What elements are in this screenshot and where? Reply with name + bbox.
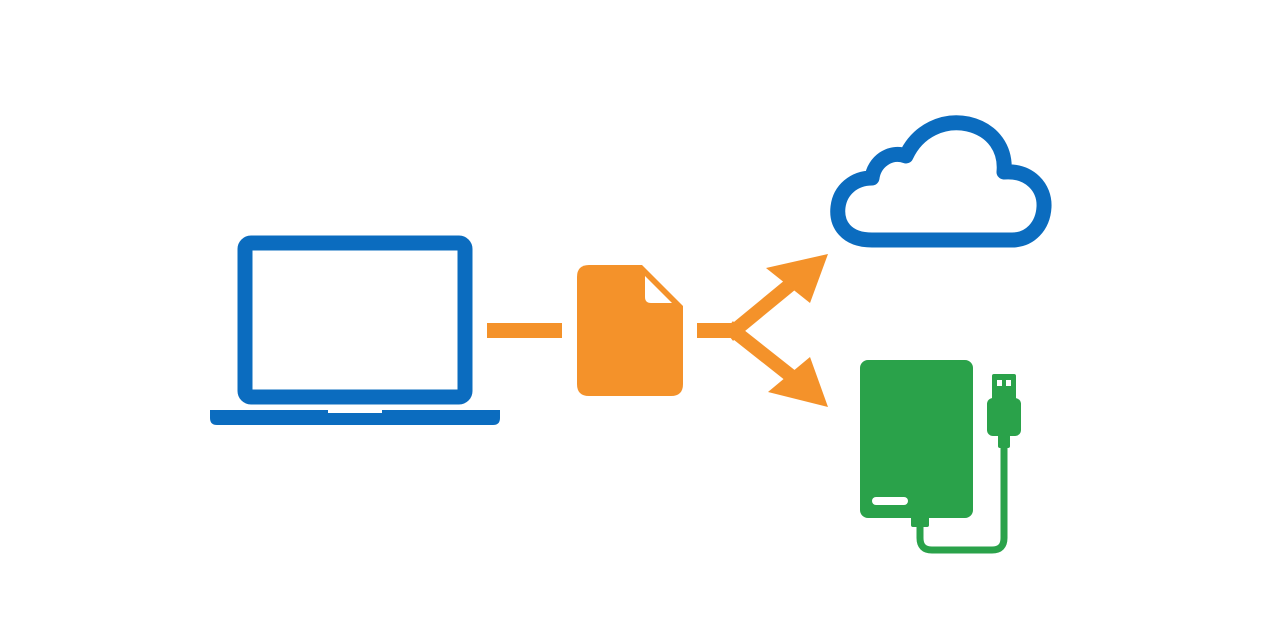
file-body	[577, 265, 683, 396]
usb-plug-connector	[992, 374, 1016, 401]
file-fold	[645, 276, 672, 303]
split-arrows	[724, 254, 828, 407]
file-icon	[577, 265, 683, 396]
drive-body	[860, 360, 973, 518]
drive-port	[911, 507, 929, 527]
laptop-base	[210, 410, 500, 425]
usb-plug-body	[987, 398, 1021, 436]
usb-plug-icon	[987, 374, 1021, 448]
arrow-shaft-down	[724, 321, 806, 390]
arrow-shaft-up	[724, 270, 806, 341]
usb-plug-neck	[998, 434, 1010, 448]
usb-plug-pin-left	[997, 380, 1002, 386]
arrow-head-up	[766, 254, 828, 303]
connector-line-laptop-file	[487, 323, 562, 338]
usb-cable	[916, 444, 1008, 554]
laptop-icon	[210, 235, 500, 425]
arrow-head-down	[768, 357, 828, 407]
drive-slot	[872, 497, 908, 505]
usb-plug-pin-right	[1006, 380, 1011, 386]
cloud-icon	[830, 115, 1052, 248]
laptop-screen	[237, 235, 473, 405]
external-drive-icon	[860, 360, 1021, 554]
